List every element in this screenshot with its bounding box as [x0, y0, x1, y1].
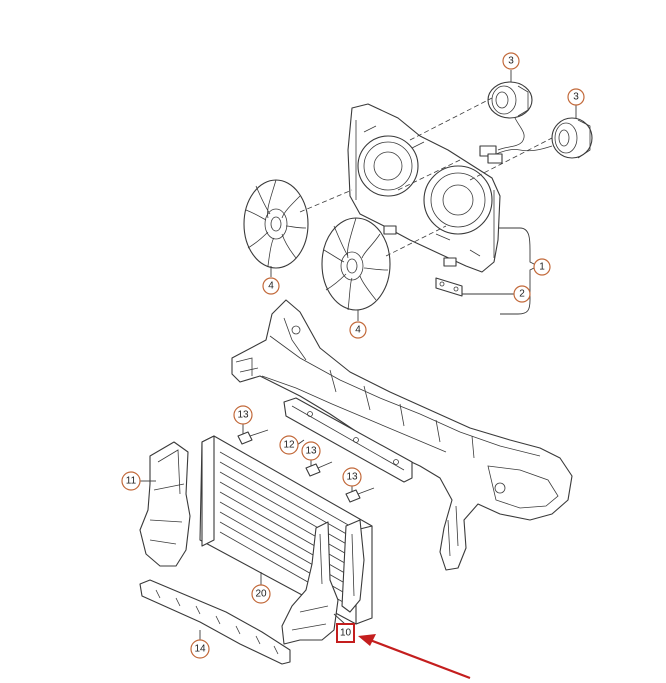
fan-motor-left [487, 81, 533, 151]
callout-3a-label: 3 [508, 56, 514, 67]
callout-20-label: 20 [255, 589, 267, 600]
callout-2: 2 [513, 285, 531, 303]
callout-13c-label: 13 [346, 472, 358, 483]
fan-shroud [347, 103, 501, 273]
screw-upper [237, 429, 269, 445]
callout-3b-label: 3 [573, 92, 579, 103]
highlight-box [336, 623, 355, 643]
lock-carrier [231, 299, 573, 571]
callout-14-label: 14 [194, 644, 206, 655]
callout-10-label: 10 [340, 628, 352, 639]
pointer-arrow [358, 634, 471, 680]
callout-4a: 4 [262, 277, 280, 295]
callout-12-label: 12 [283, 440, 295, 451]
trim-strip [283, 397, 413, 483]
leader-10 [333, 613, 346, 625]
motor-connector [479, 145, 503, 164]
fan-motor-right [491, 117, 593, 159]
callout-3a: 3 [502, 52, 520, 70]
callout-13c: 13 [342, 467, 362, 487]
callout-20: 20 [251, 584, 271, 604]
callout-13b: 13 [301, 441, 321, 461]
callout-11: 11 [121, 471, 141, 491]
callout-1: 1 [533, 258, 551, 276]
callout-3b: 3 [567, 88, 585, 106]
fan-blade-right [321, 217, 391, 311]
air-duct [139, 441, 191, 567]
screw-middle [305, 461, 333, 477]
callout-13a-label: 13 [237, 410, 249, 421]
fan-blade-left [243, 179, 309, 269]
callout-1-label: 1 [539, 262, 545, 273]
callout-4b: 4 [349, 321, 367, 339]
small-bracket [435, 277, 463, 297]
callout-14: 14 [190, 639, 210, 659]
callout-2-label: 2 [519, 289, 525, 300]
callout-12: 12 [279, 435, 299, 455]
callout-10: 10 [336, 623, 355, 643]
callout-4a-label: 4 [268, 281, 274, 292]
callout-13b-label: 13 [305, 446, 317, 457]
air-guide-bracket [281, 519, 365, 645]
lower-deflector [139, 579, 291, 665]
callout-11-label: 11 [126, 476, 137, 487]
screw-lower [345, 487, 375, 503]
callout-4b-label: 4 [355, 325, 361, 336]
callout-13a: 13 [233, 405, 253, 425]
